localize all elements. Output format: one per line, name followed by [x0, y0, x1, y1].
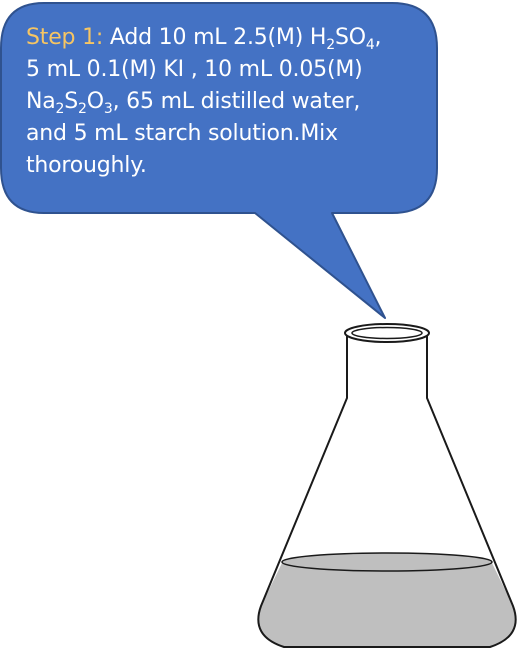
step-instruction-text: Step 1: Add 10 mL 2.5(M) H2SO4, 5 mL 0.1…	[26, 22, 426, 182]
instruction-text-run: and 5 mL starch solution.Mix	[26, 121, 338, 146]
subscript: 4	[365, 37, 375, 53]
instruction-text-run: , 65 mL distilled water,	[112, 89, 361, 114]
instruction-text-run: ,	[374, 25, 382, 50]
speech-bubble-callout	[0, 2, 438, 319]
liquid-surface	[281, 552, 493, 572]
instruction-line-5: thoroughly.	[26, 150, 426, 182]
instruction-text-run: thoroughly.	[26, 153, 147, 178]
instruction-text-run: 5 mL 0.1(M) KI , 10 mL 0.05(M)	[26, 57, 363, 82]
instruction-text-run: SO	[334, 25, 366, 50]
erlenmeyer-flask	[257, 334, 517, 648]
subscript: 3	[103, 101, 113, 117]
instruction-text-run: S	[64, 89, 79, 114]
flask-liquid	[258, 563, 516, 647]
instruction-line-3: Na2S2O3, 65 mL distilled water,	[26, 86, 426, 118]
step-label: Step 1:	[26, 25, 104, 50]
instruction-line-4: and 5 mL starch solution.Mix	[26, 118, 426, 150]
instruction-text-run: Add 10 mL 2.5(M) H	[109, 25, 327, 50]
flask-rim	[344, 323, 430, 343]
flask-rim-inner	[351, 326, 423, 340]
instruction-text-run: Na	[26, 89, 56, 114]
subscript: 2	[326, 37, 335, 53]
subscript: 2	[55, 101, 65, 117]
instruction-line-1: Step 1: Add 10 mL 2.5(M) H2SO4,	[26, 22, 426, 54]
instruction-text-run: O	[86, 89, 104, 114]
subscript: 2	[78, 101, 87, 117]
instruction-line-2: 5 mL 0.1(M) KI , 10 mL 0.05(M)	[26, 54, 426, 86]
